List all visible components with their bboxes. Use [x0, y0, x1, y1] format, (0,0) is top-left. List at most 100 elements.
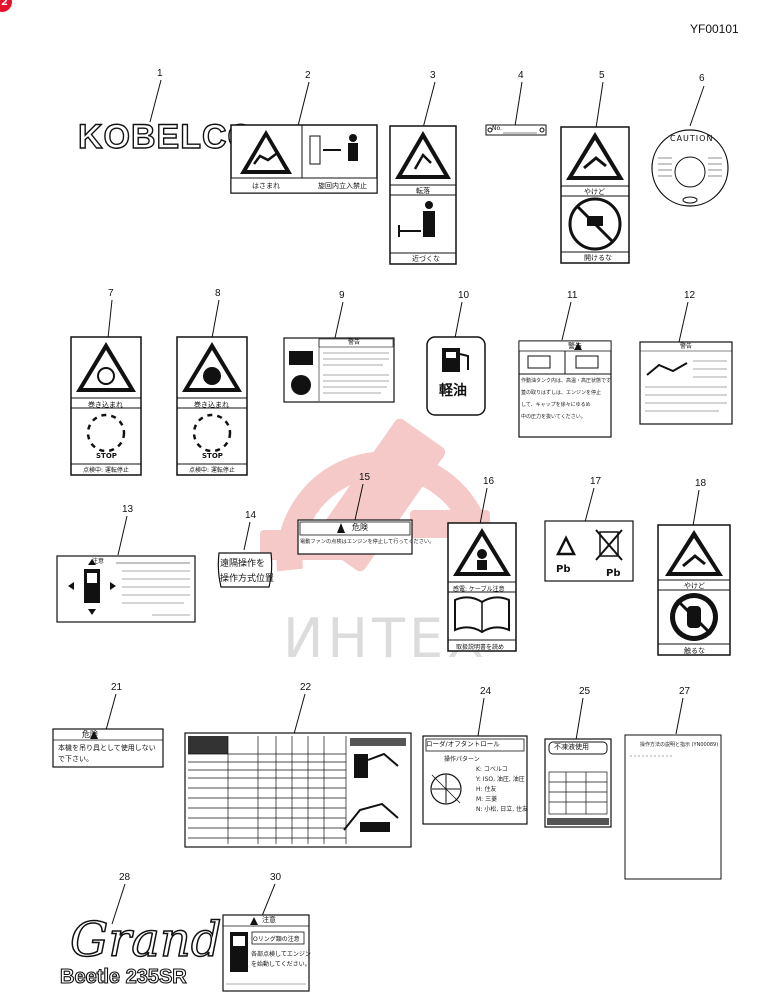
- decal-7-entanglement-warning: [70, 336, 142, 476]
- decal-16-electric-warning: [447, 522, 517, 652]
- decal-2-left-caption: はさまれ: [252, 182, 280, 190]
- decal-4-number-plate: [485, 124, 547, 136]
- callout-number-16: 16: [483, 476, 495, 487]
- decal-2-crush-warning: [230, 124, 378, 194]
- decal-24-row-2: Y: ISO, 油圧, 油圧: [476, 776, 525, 783]
- decal-7-top-caption: 巻き込まれ: [88, 401, 123, 409]
- decal-17-right-pb: Pb: [606, 568, 621, 579]
- decal-3-top-caption: 転落: [416, 187, 430, 195]
- callout-number-13: 13: [122, 504, 134, 515]
- decal-9-title: 警告: [348, 339, 361, 346]
- decal-14-operation-pattern: [217, 552, 273, 588]
- callout-number-14: 14: [245, 510, 257, 521]
- decal-8-stop: STOP: [202, 452, 223, 460]
- callout-number-3: 3: [430, 70, 436, 81]
- callout-number-1: 1: [157, 68, 163, 79]
- decal-11-hydraulic-tank-warning: [518, 340, 612, 438]
- decal-11-body-1: 作動油タンク内は、高温・高圧状態です: [521, 378, 612, 384]
- decal-11-body-4: 中の圧力を抜いてください。: [521, 414, 586, 420]
- decal-2-right-caption: 旋回内立入禁止: [318, 182, 367, 190]
- callout-number-15: 15: [359, 472, 371, 483]
- callout-number-9: 9: [339, 290, 345, 301]
- decal-15-title: 危険: [352, 523, 368, 532]
- kobelco-logo-decal: KOBELCO: [77, 117, 255, 156]
- document-code: YF00101: [690, 22, 739, 36]
- decal-30-oring-caution: [222, 914, 310, 992]
- decal-11-title: 警告: [568, 342, 582, 350]
- decal-7-bottom-caption: 点検中: 運転停止: [83, 467, 129, 474]
- decal-22-capacity-chart: [184, 732, 412, 848]
- callout-number-24: 24: [480, 686, 492, 697]
- decal-17-recycle-pb: [544, 520, 634, 582]
- decal-24-row-5: N: 小松, 日立, 住友: [476, 806, 529, 813]
- decal-27-title: 操作方法の説明と指示 (YN00089): [640, 742, 719, 748]
- decal-18-burn-warning: [657, 524, 731, 656]
- decal-5-top-caption: やけど: [584, 188, 605, 196]
- decal-24-title: ローダ/オフタントロール: [426, 740, 500, 748]
- callout-number-2: 2: [305, 70, 311, 81]
- decal-6-title: CAUTION: [670, 134, 714, 143]
- decal-13-caution-panel: [56, 555, 196, 623]
- decal-8-bottom-caption: 点検中: 運転停止: [189, 467, 235, 474]
- decal-24-operation-pattern-panel: [422, 735, 528, 825]
- decal-24-row-3: H: 住友: [476, 786, 497, 793]
- decal-12-warning-panel: [639, 341, 733, 425]
- decal-7-stop: STOP: [96, 452, 117, 460]
- callout-number-5: 5: [599, 70, 605, 81]
- decal-8-entanglement-warning: [176, 336, 248, 476]
- decal-6-caution-dial: [651, 129, 729, 207]
- decal-18-top-caption: やけど: [684, 582, 705, 590]
- decal-21-lifting-danger: [52, 728, 164, 768]
- decal-10-text: 軽油: [439, 383, 467, 399]
- decal-12-title: 警告: [680, 343, 693, 350]
- callout-number-28: 28: [119, 872, 131, 883]
- decal-14-line1: 遠隔操作を: [220, 559, 266, 569]
- decal-4-text: No.: [492, 125, 502, 132]
- decal-15-body: 電動ファンの点検はエンジンを停止して行ってください。: [300, 539, 435, 545]
- callout-number-4: 4: [518, 70, 524, 81]
- grand-logo-decal: Grand: [69, 911, 222, 969]
- decal-27-instruction-card: [624, 734, 722, 880]
- callout-number-10: 10: [458, 290, 470, 301]
- decal-10-diesel-fuel: [426, 336, 486, 416]
- callout-number-27: 27: [679, 686, 691, 697]
- decal-16-bottom-caption: 取扱説明書を読め: [456, 644, 505, 651]
- callout-number-7: 7: [108, 288, 114, 299]
- decal-9-warning-panel: [283, 337, 395, 403]
- callout-number-17: 17: [590, 476, 602, 487]
- callout-number-11: 11: [567, 290, 578, 301]
- decal-3-fall-warning: [389, 125, 457, 265]
- decal-30-line1: Oリング類の注意: [253, 936, 300, 943]
- decal-17-left-pb: Pb: [556, 564, 571, 575]
- callout-number-6: 6: [699, 73, 705, 84]
- decal-21-body-2: で下さい。: [58, 755, 93, 763]
- callout-number-12: 12: [684, 290, 696, 301]
- decal-21-title: 危険: [82, 730, 98, 739]
- callout-number-25: 25: [579, 686, 591, 697]
- decal-16-top-caption: 感電: ケーブル注意: [453, 586, 505, 593]
- decal-25-antifreeze-table: [544, 738, 612, 828]
- decal-18-bottom-caption: 触るな: [684, 647, 705, 655]
- decal-5-burn-warning: [560, 126, 630, 264]
- decal-5-bottom-caption: 開けるな: [584, 254, 612, 262]
- decal-8-top-caption: 巻き込まれ: [194, 401, 229, 409]
- decal-30-title: 注意: [262, 916, 276, 924]
- decal-14-line2: 操作方式位置: [220, 574, 275, 584]
- decal-24-subtitle: 操作パターン: [444, 756, 480, 763]
- decal-15-danger-strip: [297, 519, 413, 555]
- decal-21-body-1: 本機を吊り具として使用しない: [58, 744, 156, 752]
- callout-number-22: 22: [300, 682, 312, 693]
- decal-25-title: 不凍液使用: [554, 743, 589, 751]
- corner-mark: 2: [0, 0, 12, 12]
- decal-24-row-1: K: コベルコ: [476, 766, 508, 773]
- callout-number-30: 30: [270, 872, 282, 883]
- decal-24-row-4: M: 三菱: [476, 796, 498, 803]
- decal-11-body-3: して、キャップを徐々にゆるめ: [521, 402, 591, 408]
- decal-30-line3: を始動してください。: [251, 961, 311, 968]
- decal-11-body-2: 蓋の取りはずしは、エンジンを停止: [521, 390, 602, 396]
- decal-3-bottom-caption: 近づくな: [412, 255, 440, 263]
- callout-number-18: 18: [695, 478, 707, 489]
- callout-number-8: 8: [215, 288, 221, 299]
